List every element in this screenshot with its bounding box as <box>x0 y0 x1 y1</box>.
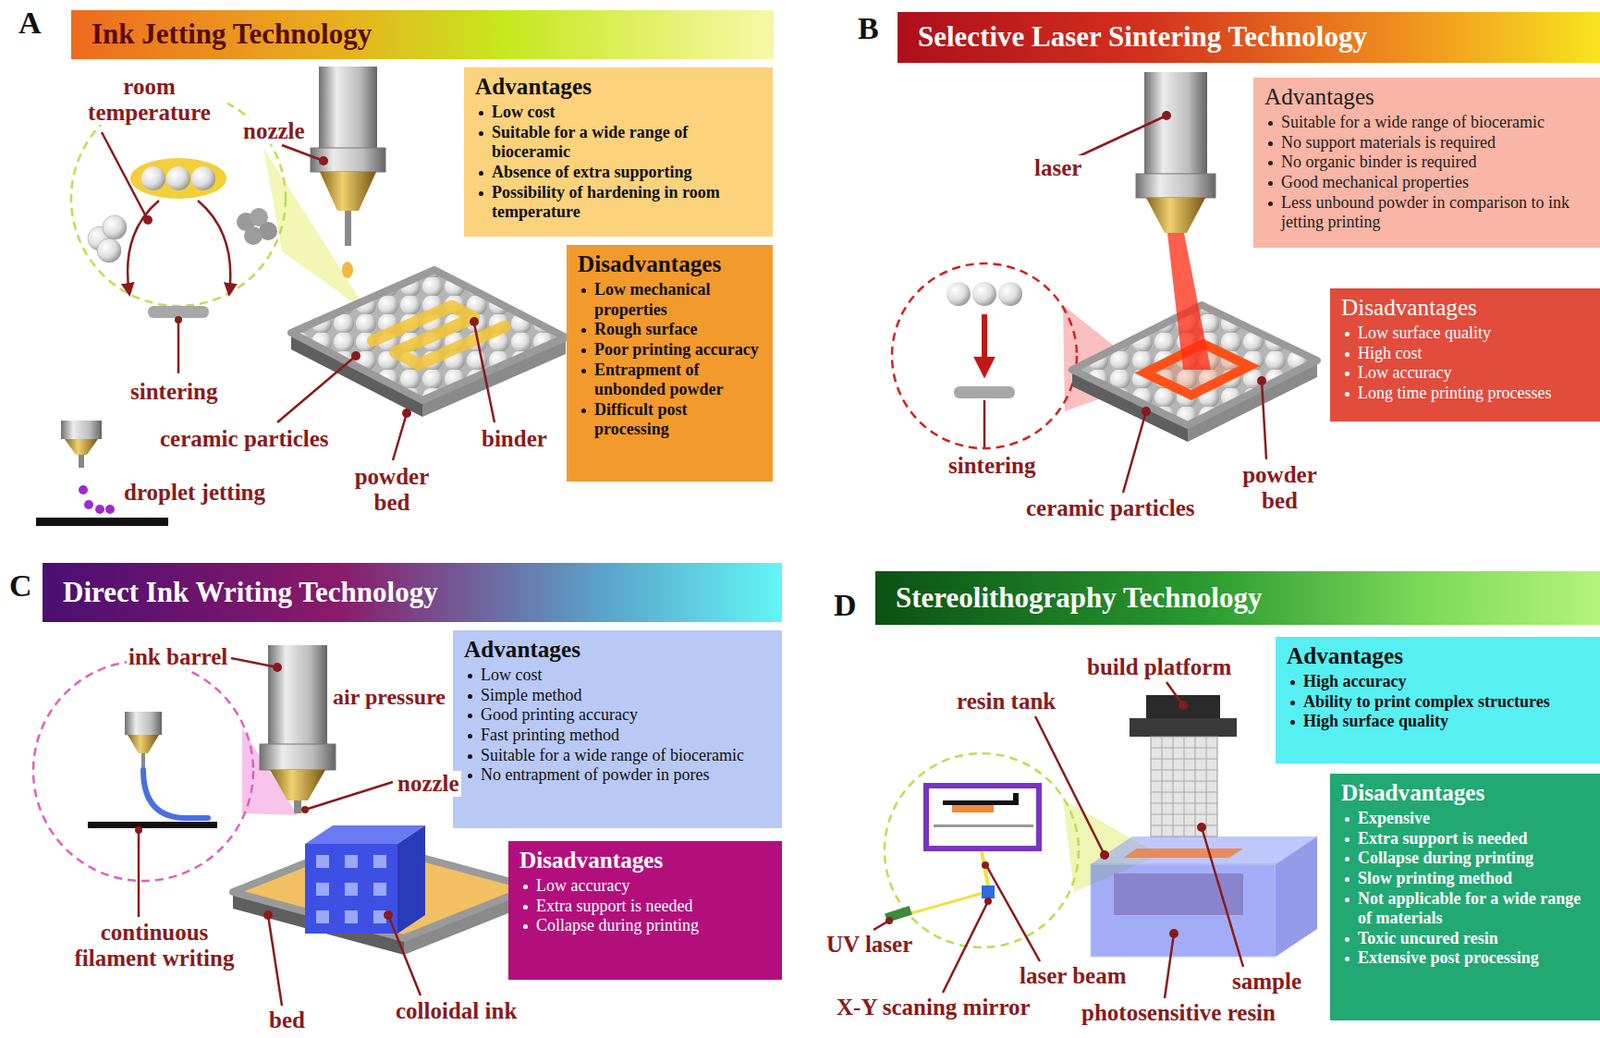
box-heading: Disadvantages <box>519 846 773 875</box>
part-label: bed <box>267 1007 307 1034</box>
title-band: Ink Jetting Technology <box>71 10 774 60</box>
disadvantages-box: DisadvantagesLow surface qualityHigh cos… <box>1330 288 1600 422</box>
part-label: air pressure <box>330 684 448 709</box>
bullet-item: Low mechanical properties <box>577 280 764 320</box>
title-band: Selective Laser Sintering Technology <box>897 12 1600 63</box>
bullet-item: Not applicable for a wide range of mater… <box>1341 889 1591 929</box>
bullet-item: Good mechanical properties <box>1264 172 1591 194</box>
title-band: Direct Ink Writing Technology <box>42 562 782 623</box>
bullet-item: Simple method <box>464 685 773 707</box>
part-label: continuous filament writing <box>55 919 254 971</box>
advantages-box: AdvantagesLow costSuitable for a wide ra… <box>464 67 773 237</box>
box-heading: Advantages <box>475 73 764 101</box>
bullet-item: Extra support is needed <box>519 896 773 917</box>
advantages-box: AdvantagesSuitable for a wide range of b… <box>1253 77 1600 248</box>
bullet-item: No organic binder is required <box>1264 152 1591 173</box>
part-label: ceramic particles <box>1024 495 1197 522</box>
bullet-item: Long time printing processes <box>1341 383 1591 404</box>
part-label: sintering <box>128 378 220 405</box>
disadvantages-box: DisadvantagesLow accuracyExtra support i… <box>508 841 782 980</box>
part-label: sintering <box>946 452 1038 479</box>
bullet-item: High surface quality <box>1286 711 1591 733</box>
part-label: nozzle <box>241 118 307 145</box>
bullet-item: Extensive post processing <box>1341 948 1591 969</box>
bullet-item: Entrapment of unbonded powder <box>577 360 764 401</box>
panel-letter: C <box>7 568 35 603</box>
bullet-item: Less unbound powder in comparison to ink… <box>1264 193 1591 233</box>
advantages-box: AdvantagesLow costSimple methodGood prin… <box>452 630 782 829</box>
part-label: room temperature <box>71 73 228 125</box>
title-text: Direct Ink Writing Technology <box>62 576 439 609</box>
panel-letter: B <box>855 11 881 46</box>
title-text: Selective Laser Sintering Technology <box>917 21 1368 53</box>
part-label: laser <box>1032 155 1084 182</box>
title-text: Stereolithography Technology <box>895 582 1262 614</box>
disadvantages-box: DisadvantagesLow mechanical propertiesRo… <box>566 244 773 482</box>
bullet-item: Possibility of hardening in room tempera… <box>475 183 764 223</box>
bullet-item: Collapse during printing <box>1341 848 1591 869</box>
part-label: X-Y scaning mirror <box>834 994 1033 1021</box>
disadvantages-box: DisadvantagesExpensiveExtra support is n… <box>1330 773 1600 1021</box>
box-heading: Disadvantages <box>1341 779 1591 807</box>
bullet-item: Low accuracy <box>519 876 773 897</box>
box-heading: Disadvantages <box>577 250 764 279</box>
bullet-item: Poor printing accuracy <box>577 340 764 361</box>
bullet-item: Suitable for a wide range of bioceramic <box>464 745 773 767</box>
title-band: Stereolithography Technology <box>875 571 1600 625</box>
part-label: ceramic particles <box>158 426 331 452</box>
part-label: ink barrel <box>126 644 230 671</box>
bullet-item: No entrapment of powder in pores <box>464 765 773 786</box>
bullet-item: Slow printing method <box>1341 868 1591 890</box>
bullet-item: High cost <box>1341 343 1591 365</box>
bullet-item: Low cost <box>475 102 764 123</box>
bullet-item: Good printing accuracy <box>464 705 773 726</box>
part-label: binder <box>479 426 550 452</box>
part-label: build platform <box>1085 654 1234 681</box>
bullet-item: Difficult post processing <box>577 400 764 440</box>
bullet-item: Toxic uncured resin <box>1341 928 1591 950</box>
bullet-item: Collapse during printing <box>519 916 773 937</box>
box-heading: Disadvantages <box>1341 293 1591 322</box>
bullet-item: Suitable for a wide range of bioceramic <box>1264 112 1591 134</box>
bullet-item: Expensive <box>1341 808 1591 830</box>
part-label: powder bed <box>343 464 440 515</box>
bullet-item: Suitable for a wide range of bioceramic <box>475 122 764 163</box>
bullet-item: Rough surface <box>577 319 764 341</box>
part-label: nozzle <box>395 770 462 797</box>
part-label: photosensitive resin <box>1079 1000 1278 1026</box>
part-label: resin tank <box>954 688 1058 715</box>
panel-letter: A <box>16 5 44 40</box>
bullet-item: Fast printing method <box>464 725 773 746</box>
bullet-item: Low accuracy <box>1341 363 1591 384</box>
part-label: sample <box>1230 968 1304 995</box>
box-heading: Advantages <box>464 635 773 664</box>
bullet-item: No support materials is required <box>1264 133 1591 154</box>
part-label: droplet jetting <box>122 479 268 506</box>
box-heading: Advantages <box>1264 83 1591 111</box>
part-label: UV laser <box>824 931 915 958</box>
bullet-item: Low surface quality <box>1341 323 1591 344</box>
box-heading: Advantages <box>1286 642 1591 671</box>
part-label: colloidal ink <box>393 998 519 1025</box>
advantages-box: AdvantagesHigh accuracyAbility to print … <box>1275 636 1600 764</box>
bullet-item: High accuracy <box>1286 671 1591 693</box>
bullet-item: Ability to print complex structures <box>1286 692 1591 713</box>
title-text: Ink Jetting Technology <box>91 18 372 50</box>
panel-letter: D <box>831 587 859 623</box>
bullet-item: Low cost <box>464 665 773 686</box>
bullet-item: Extra support is needed <box>1341 829 1591 850</box>
part-label: powder bed <box>1229 462 1331 513</box>
bullet-item: Absence of extra supporting <box>475 162 764 184</box>
part-label: laser beam <box>1017 963 1129 990</box>
